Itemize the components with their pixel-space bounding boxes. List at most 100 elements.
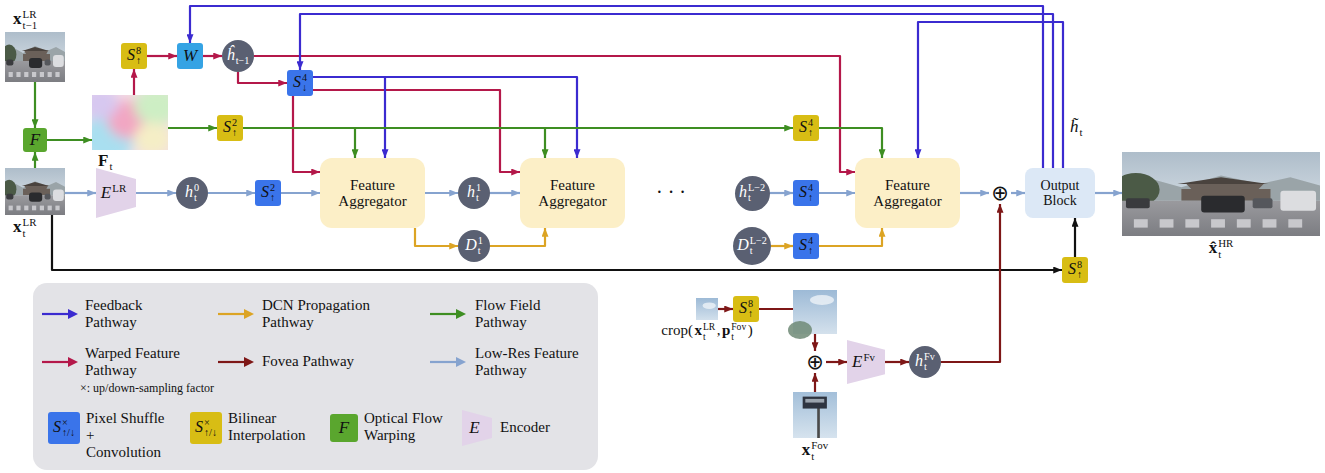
math-text: h (185, 183, 193, 200)
node-label: S×↑/↓ (53, 418, 75, 439)
math-text: S (799, 236, 807, 253)
photo-part (788, 321, 812, 339)
node-label: S4↑ (799, 118, 813, 139)
image-label: x̂HRt (1209, 238, 1234, 260)
connector (313, 77, 577, 158)
math-text: Output Block (1041, 178, 1080, 208)
pixel-shuffle-box: S×↑/↓ (48, 412, 80, 444)
legend-text: Encoder (500, 419, 550, 436)
photo-part (817, 406, 820, 438)
math-text: ⊕ (806, 350, 824, 374)
math-text: t (476, 193, 481, 203)
math-text: × (62, 418, 75, 428)
legend-arrowhead (456, 309, 466, 319)
photo-part (1263, 219, 1277, 227)
connector (960, 192, 989, 194)
node-label: E (469, 419, 479, 438)
bilinear-box: S4↑ (793, 115, 819, 141)
image-panel: Ft (92, 95, 168, 150)
node-label: F (339, 419, 349, 438)
script-stack: Fvt (924, 352, 935, 372)
math-text: LR (112, 183, 126, 194)
math-text: F (339, 418, 349, 437)
legend-arrowhead (244, 357, 254, 367)
legend-label: Feedback Pathway (85, 297, 142, 330)
bilinear-box: S2↑ (217, 115, 243, 141)
node-label: hFvt (915, 352, 935, 373)
node-label: S4↑ (799, 236, 813, 257)
math-text: ×: up/down-sampling factor (80, 381, 214, 395)
script-stack: HRt (1218, 238, 1233, 260)
connector (490, 192, 520, 194)
encoder-shape: E (462, 410, 492, 446)
math-text: S (195, 418, 203, 435)
math-text: t−1 (236, 56, 250, 66)
photo-part (22, 182, 50, 186)
math-text: t (1218, 249, 1233, 260)
script-stack: 4↓ (302, 73, 307, 93)
node-label: ⊕ (991, 183, 1009, 204)
math-text: 0 (194, 183, 199, 193)
math-text: F (98, 151, 108, 170)
connector (918, 22, 1063, 168)
script-stack: Fovt (811, 440, 828, 462)
image-panel: crop(xLRt,pFovt) (696, 298, 718, 320)
photo-part (6, 194, 13, 200)
node-label: hL−2t (739, 183, 765, 204)
math-text: 4 (808, 236, 813, 246)
photo-part (16, 206, 20, 211)
legend-text: Fovea Pathway (262, 353, 354, 370)
connector (190, 6, 1043, 168)
math-text: 2 (232, 118, 237, 128)
photo-part (1280, 191, 1316, 211)
connector (425, 192, 458, 194)
math-text: ↓ (302, 83, 307, 93)
connector (718, 308, 733, 310)
feature-circle: DL−2t (733, 227, 771, 265)
photo-part (48, 206, 52, 211)
connector (34, 82, 36, 128)
encoder-shape: ELR (96, 168, 136, 218)
node-label: S8↑ (1068, 260, 1082, 281)
photo-part (24, 206, 28, 211)
math-text: Feature Aggregator (538, 177, 606, 210)
photo-part (24, 72, 28, 77)
connector (203, 55, 222, 57)
legend-panel (33, 283, 598, 470)
script-stack: t (1080, 127, 1083, 138)
connector (136, 192, 176, 194)
math-text: 8 (1077, 260, 1082, 270)
math-text: D (465, 236, 477, 253)
connector (243, 128, 355, 158)
math-text: p (722, 322, 730, 338)
connector (1095, 192, 1122, 194)
math-text: W (183, 46, 197, 65)
connector (490, 228, 545, 246)
script-stack: Fovt (731, 322, 746, 341)
connector (208, 192, 255, 194)
connector (133, 69, 135, 95)
flow-blobs (92, 95, 168, 150)
script-stack: 0t (194, 183, 199, 203)
photo-part (32, 72, 36, 77)
photo-part (1126, 198, 1150, 208)
photo-part (32, 206, 36, 211)
connector (65, 192, 96, 194)
photo-part (92, 95, 119, 120)
legend-arrowhead (456, 357, 466, 367)
image-label: crop(xLRt,pFovt) (660, 322, 754, 341)
feedback-label: h̃t (1070, 118, 1083, 138)
photo-part (53, 190, 64, 201)
script-stack: LRt (23, 217, 37, 239)
photo-part (1253, 198, 1273, 208)
image-panel: xLRt−1 (5, 32, 65, 82)
math-text: t (748, 193, 765, 203)
math-text: LR (703, 322, 715, 332)
math-text: ↑ (232, 128, 237, 138)
math-text: S (127, 46, 135, 63)
connector (819, 192, 855, 194)
image-panel: xFovt (793, 392, 837, 438)
math-text: h̃ (1070, 117, 1079, 136)
bilinear-box: S8↑ (121, 43, 147, 69)
